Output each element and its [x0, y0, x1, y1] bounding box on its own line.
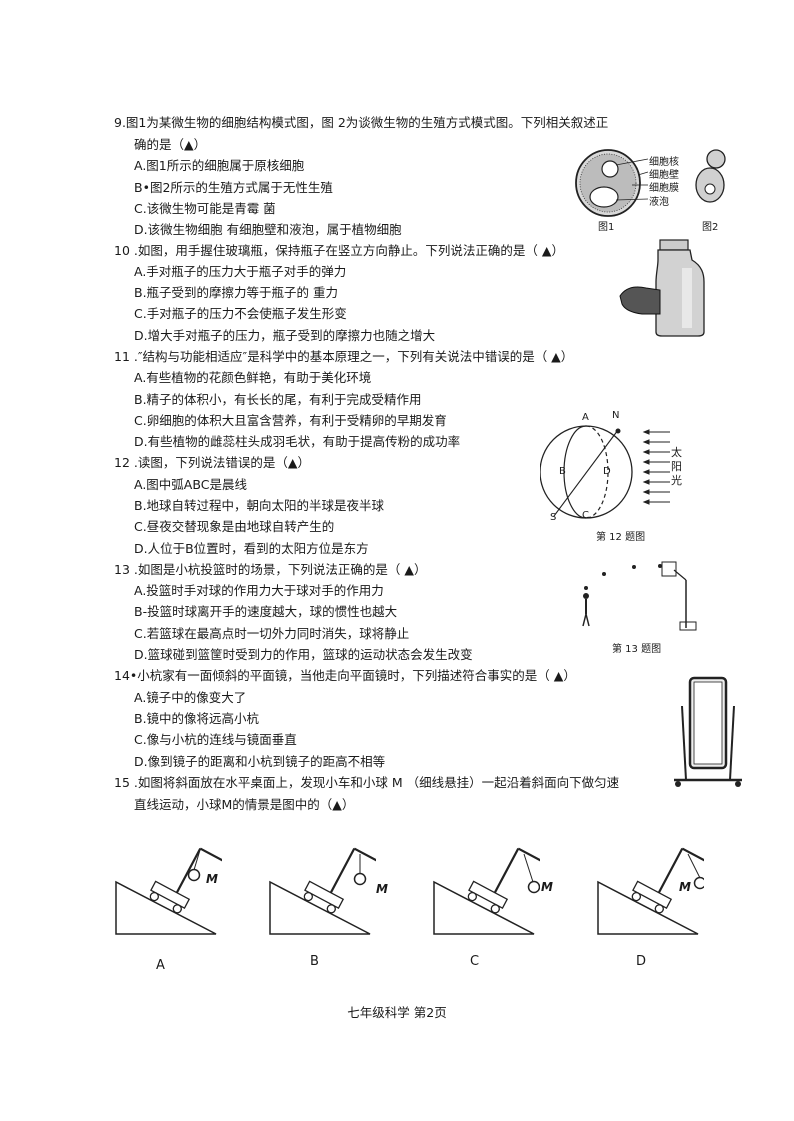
q12-label-c: C [582, 510, 589, 521]
q13-option-d: D.篮球碰到篮筐时受到力的作用，篮球的运动状态会发生改变 [134, 647, 473, 662]
q15-choice-d: D [636, 954, 647, 969]
q12-caption: 第 12 题图 [596, 532, 646, 543]
q9-option-d: D.该微生物细胞 有细胞壁和液泡，属于植物细胞 [134, 222, 402, 237]
q14-stem: 14•小杭家有一面倾斜的平面镜，当他走向平面镜时，下列描述符合事实的是（ ▲） [114, 668, 576, 683]
q9-label-nucleus: 细胞核 [649, 157, 679, 168]
q12-option-c: C.昼夜交替现象是由地球自转产生的 [134, 519, 335, 534]
q15-ball-label-c: M [541, 880, 553, 894]
q9-stem-line1: 9.图1为某微生物的细胞结构模式图，图 2为谈微生物的生殖方式模式图。下列相关叙… [114, 115, 609, 130]
q10-option-c: C.手对瓶子的压力不会使瓶子发生形变 [134, 306, 347, 321]
q9-option-b: B•图2所示的生殖方式属于无性生殖 [134, 180, 333, 195]
q10-bottle-figure [619, 239, 705, 337]
q12-earth-figure [540, 425, 670, 519]
q15-stem-line1: 15 .如图将斜面放在水平桌面上，发现小车和小球 M （细线悬挂）一起沿着斜面向… [114, 775, 620, 790]
q14-option-d: D.像到镜子的距离和小杭到镜子的距高不相等 [134, 754, 386, 769]
q14-option-a: A.镜子中的像变大了 [134, 690, 247, 705]
q11-option-a: A.有些植物的花颜色鲜艳，有助于美化环境 [134, 370, 372, 385]
q15-figure-c [433, 847, 540, 935]
q11-stem: 11 .″结构与功能相适应″是科学中的基本原理之一，下列有关说法中错误的是（ ▲… [114, 349, 574, 364]
q12-option-d: D.人位于B位置时，看到的太阳方位是东方 [134, 541, 369, 556]
q10-option-d: D.增大手对瓶子的压力，瓶子受到的摩擦力也随之增大 [134, 328, 436, 343]
q15-figure-d [597, 847, 704, 935]
q15-figure-b [269, 847, 376, 935]
q9-label-cell-membrane: 细胞膜 [649, 183, 679, 194]
q11-option-d: D.有些植物的雌蕊柱头成羽毛状，有助于提高传粉的成功率 [134, 434, 461, 449]
q9-stem-line2: 确的是（▲） [134, 137, 207, 152]
q13-option-c: C.若篮球在最高点时一切外力同时消失，球将静止 [134, 626, 410, 641]
q15-ball-label-b: M [376, 882, 388, 896]
q13-option-b: B-投篮时球离开手的速度越大，球的惯性也越大 [134, 604, 398, 619]
q10-option-a: A.手对瓶子的压力大于瓶子对手的弹力 [134, 264, 347, 279]
q14-mirror-figure [674, 676, 742, 787]
q12-option-b: B.地球自转过程中，朝向太阳的半球是夜半球 [134, 498, 385, 513]
q12-label-s: S [550, 512, 557, 523]
q15-ball-label-a: M [206, 872, 218, 886]
q9-option-a: A.图1所示的细胞属于原核细胞 [134, 158, 305, 173]
q12-label-d: D [603, 466, 611, 477]
q12-label-b: B [559, 466, 566, 477]
q11-option-c: C.卵细胞的体积大且富含营养，有利于受精卵的早期发育 [134, 413, 447, 428]
q13-caption: 第 13 题图 [612, 644, 662, 655]
q13-option-a: A.投篮时手对球的作用力大于球对手的作用力 [134, 583, 384, 598]
q13-basketball-figure [582, 561, 697, 631]
q13-stem: 13 .如图是小杭投篮时的场景，下列说法正确的是（ ▲） [114, 562, 427, 577]
page-footer: 七年级科学 第2页 [347, 1005, 447, 1020]
q12-option-a: A.图中弧ABC是晨线 [134, 477, 247, 492]
q12-sun-char-2: 阳 [671, 460, 682, 473]
q9-caption-fig2: 图2 [702, 222, 719, 233]
q15-stem-line2: 直线运动，小球M的情景是图中的（▲） [134, 797, 355, 812]
q12-stem: 12 .读图，下列说法错误的是（▲） [114, 455, 310, 470]
q9-cell-figure [575, 149, 726, 217]
q11-option-b: B.精子的体积小，有长长的尾，有利于完成受精作用 [134, 392, 422, 407]
q15-choice-c: C [470, 954, 480, 969]
q12-label-a: A [582, 412, 589, 423]
q14-option-c: C.像与小杭的连线与镜面垂直 [134, 732, 297, 747]
q9-caption-fig1: 图1 [598, 222, 615, 233]
q12-sun-char-3: 光 [671, 474, 682, 487]
q9-label-cell-wall: 细胞壁 [649, 170, 679, 181]
q15-choice-a: A [156, 958, 165, 973]
q14-option-b: B.镜中的像将远高小杭 [134, 711, 260, 726]
q10-stem: 10 .如图，用手握住玻璃瓶，保持瓶子在竖立方向静止。下列说法正确的是（ ▲） [114, 243, 564, 258]
q12-sun-char-1: 太 [671, 446, 682, 459]
q15-figure-a [115, 847, 222, 935]
q15-choice-b: B [310, 954, 319, 969]
q10-option-b: B.瓶子受到的摩擦力等于瓶子的 重力 [134, 285, 339, 300]
q9-option-c: C.该微生物可能是青霉 菌 [134, 201, 276, 216]
q15-ball-label-d: M [679, 880, 691, 894]
q12-label-n: N [612, 410, 620, 421]
q9-label-vacuole: 液泡 [649, 197, 669, 208]
